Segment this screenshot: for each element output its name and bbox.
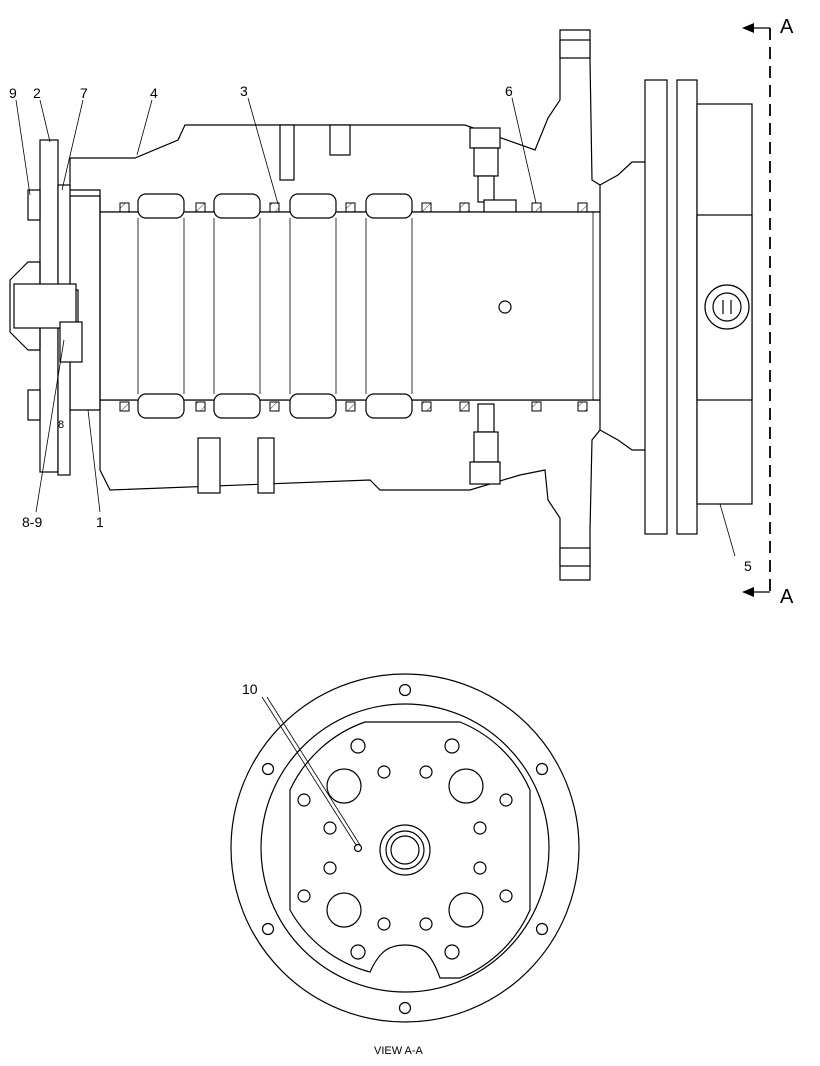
leader-lines bbox=[15, 97, 736, 557]
callout-8-9: 8-9 bbox=[22, 514, 42, 530]
callout-2: 2 bbox=[33, 85, 41, 101]
fitting-upper bbox=[469, 127, 517, 213]
section-line bbox=[742, 23, 771, 597]
callout-1: 1 bbox=[96, 514, 104, 530]
center-hub bbox=[379, 824, 431, 876]
flange-step-top bbox=[559, 39, 591, 59]
plate-holes bbox=[297, 738, 513, 960]
shaft-port bbox=[498, 300, 512, 314]
flange-bolt-holes bbox=[261, 683, 549, 1015]
flange bbox=[599, 79, 753, 535]
pin-lower-1 bbox=[197, 437, 221, 494]
hub-bolt bbox=[13, 283, 77, 329]
seal-rings bbox=[119, 202, 588, 412]
ring-lands bbox=[137, 193, 413, 419]
pin-upper-2 bbox=[329, 124, 351, 156]
housing-lower bbox=[99, 399, 601, 581]
end-plate-outline bbox=[289, 721, 531, 979]
outer-flange-circle bbox=[230, 673, 580, 1023]
large-ports bbox=[326, 768, 484, 928]
screw-top bbox=[27, 189, 41, 221]
pin-upper-1 bbox=[279, 124, 295, 181]
screw-bottom bbox=[27, 389, 41, 421]
inner-circle bbox=[260, 703, 550, 993]
callout-3: 3 bbox=[240, 83, 248, 99]
callout-10: 10 bbox=[242, 681, 258, 697]
flange-step-bottom bbox=[559, 547, 591, 567]
section-view: A A 9 2 7 4 3 6 8-9 1 5 8 bbox=[9, 16, 794, 608]
shaft bbox=[99, 211, 601, 401]
callout-7: 7 bbox=[80, 85, 88, 101]
hub bbox=[9, 261, 41, 351]
section-letter-bottom: A bbox=[780, 586, 794, 608]
fitting-lower bbox=[469, 403, 501, 485]
section-letter-top: A bbox=[780, 16, 794, 38]
callout-4: 4 bbox=[150, 85, 158, 101]
view-a-a: 10 VIEW A-A bbox=[230, 673, 580, 1057]
pin-lower-2 bbox=[257, 437, 275, 494]
callout-8-small: 8 bbox=[58, 419, 64, 431]
callout-5: 5 bbox=[744, 558, 752, 574]
callout-6: 6 bbox=[505, 83, 513, 99]
hub-key bbox=[59, 321, 83, 363]
view-caption: VIEW A-A bbox=[374, 1045, 424, 1057]
housing-upper bbox=[69, 29, 601, 213]
plug-hole bbox=[353, 843, 363, 853]
callout-9: 9 bbox=[9, 85, 17, 101]
